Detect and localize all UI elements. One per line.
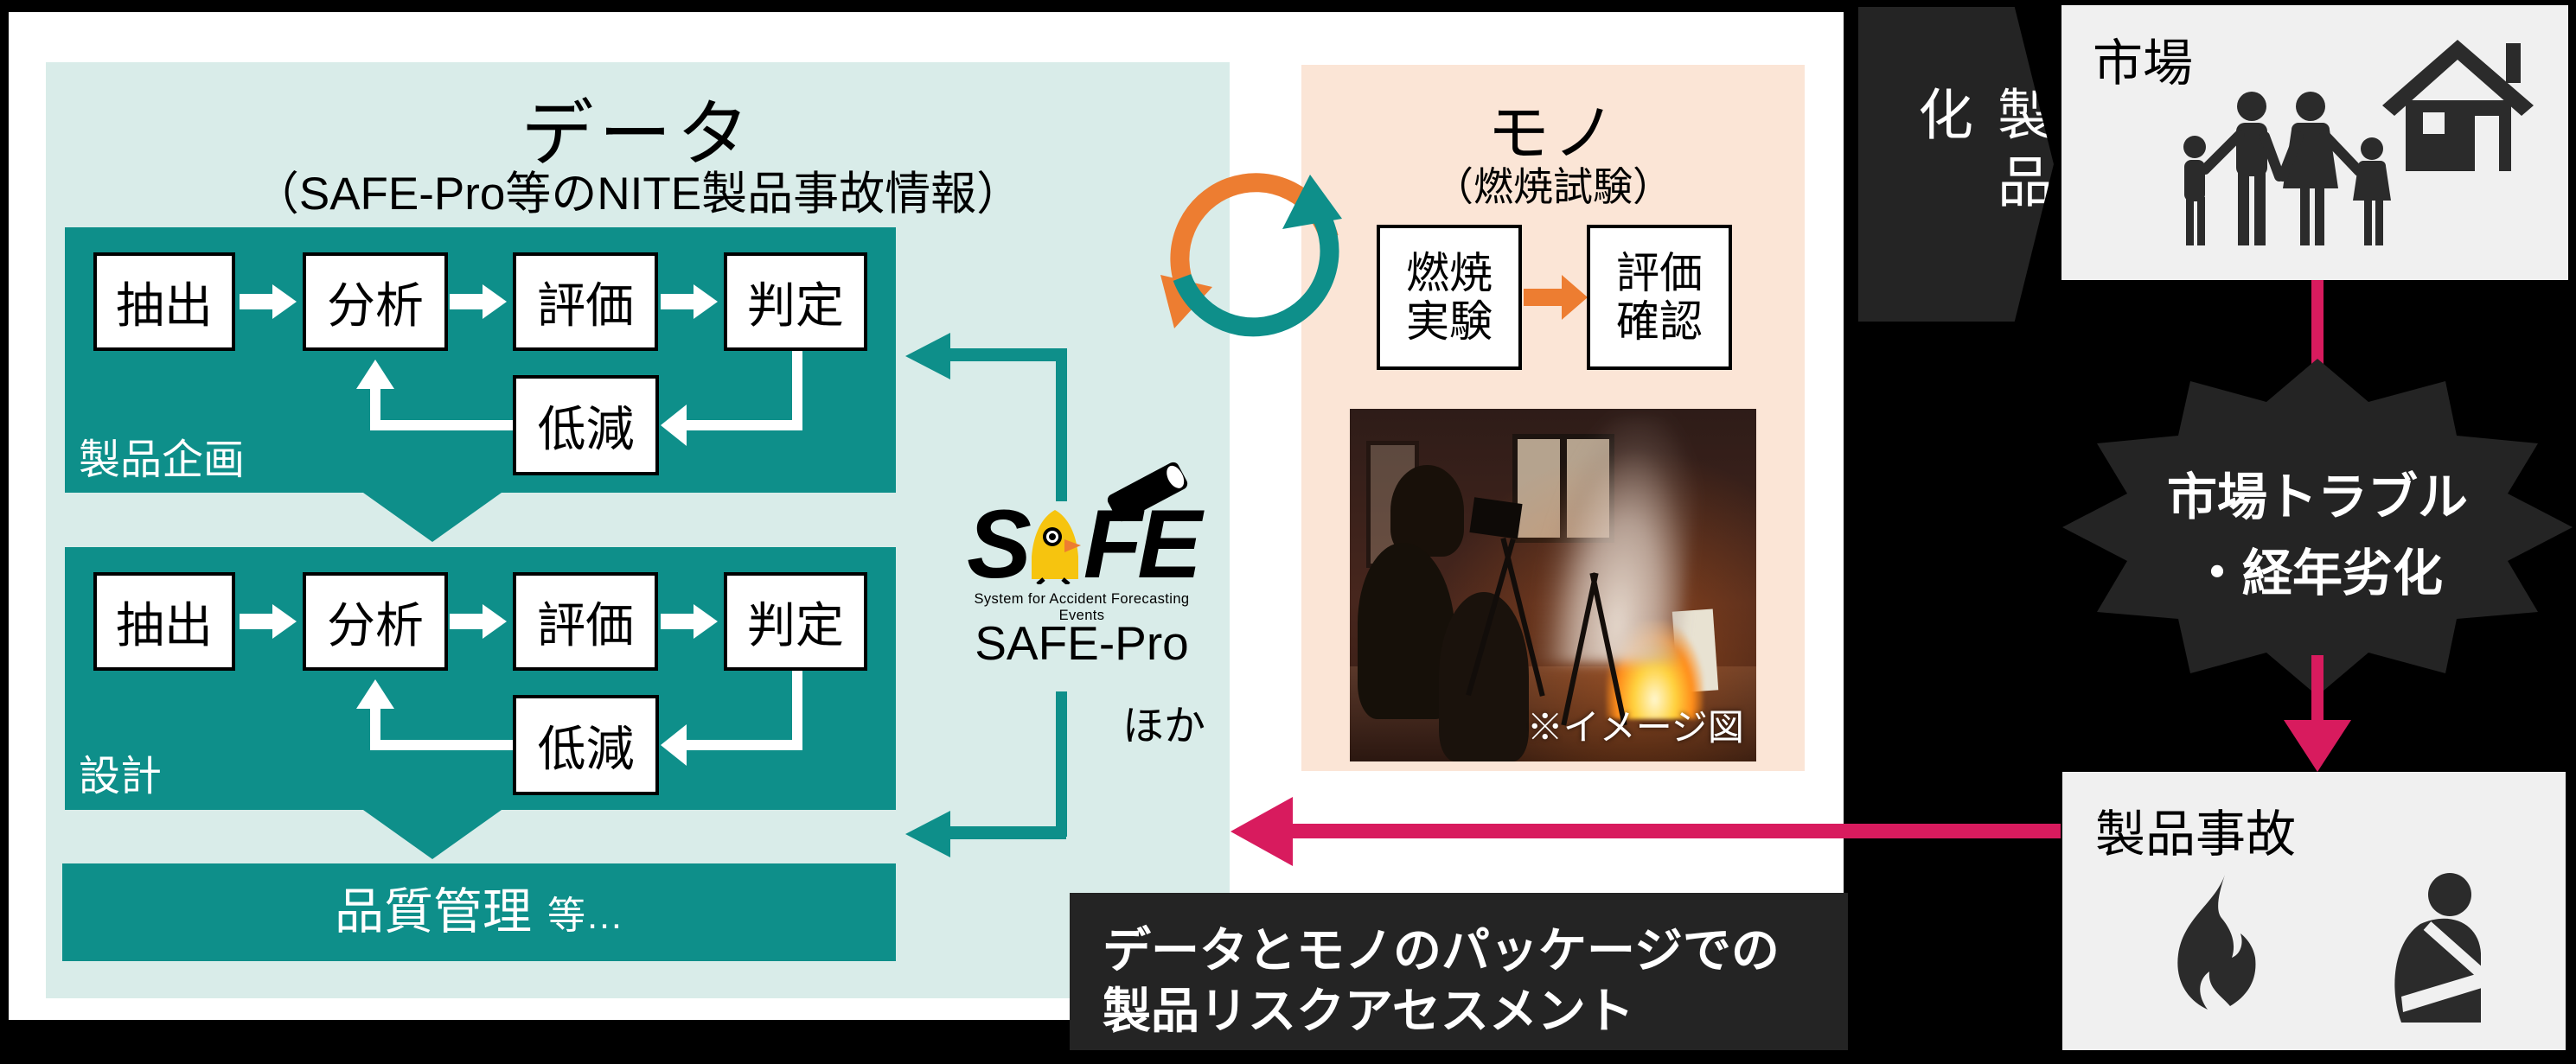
feedback-line	[370, 709, 380, 750]
feedback-arrowhead-icon	[661, 405, 687, 446]
cycle-arrows-icon	[1160, 173, 1342, 337]
mono-section-title: モノ	[1486, 99, 1619, 169]
block-connector-spike-icon	[363, 810, 502, 859]
burn-test-photo: ※イメージ図	[1350, 409, 1756, 761]
step-box: 判定	[724, 572, 867, 671]
trouble-to-accident-line	[2311, 655, 2324, 724]
burn-test-box: 燃焼 実験	[1377, 225, 1522, 370]
feedback-line	[792, 351, 802, 425]
safe-feedback-line	[1056, 348, 1067, 501]
safe-feedback-line	[950, 826, 1066, 839]
flow-arrow-icon	[661, 604, 718, 639]
package-note-line2: 製品リスクアセスメント	[1103, 984, 1634, 1038]
burn-test-line1: 燃焼	[1406, 249, 1493, 297]
quality-bar-label: 品質管理	[335, 884, 532, 940]
photo-person-silhouette	[1358, 543, 1456, 720]
orange-arrow-shaft	[1524, 289, 1562, 306]
flame-icon	[2177, 875, 2256, 1010]
safe-logo-tagline: System for Accident Forecasting Events	[974, 591, 1190, 623]
trouble-line2: ・経年劣化	[2191, 545, 2443, 602]
photo-camera	[1469, 497, 1523, 539]
feedback-line	[370, 389, 380, 430]
house-icon	[2382, 40, 2534, 171]
reduce-box: 低減	[513, 695, 659, 795]
step-box: 評価	[513, 572, 658, 671]
safe-logo: S FE System for Accident Forecasting Eve…	[956, 460, 1208, 624]
accident-feedback-arrowhead-icon	[1230, 797, 1293, 866]
safe-pro-label: SAFE-Pro	[975, 616, 1189, 670]
feedback-line	[370, 420, 513, 430]
step-box: 評価	[513, 252, 658, 351]
safe-feedback-line	[950, 348, 1066, 361]
data-section-subtitle: （SAFE-Pro等のNITE製品事故情報）	[252, 169, 1023, 220]
block-label: 製品企画	[79, 437, 246, 483]
evaluation-check-box: 評価 確認	[1587, 225, 1732, 370]
block-connector-spike-icon	[363, 493, 502, 542]
step-box: 判定	[724, 252, 867, 351]
feedback-arrowhead-icon	[356, 679, 394, 709]
mono-section-subtitle: （燃焼試験）	[1434, 164, 1672, 209]
step-box: 分析	[303, 252, 448, 351]
trouble-line1: 市場トラブル	[2166, 469, 2468, 526]
safe-logo-s: S	[967, 490, 1032, 599]
feedback-line	[685, 420, 802, 430]
step-box: 分析	[303, 572, 448, 671]
photo-caption: ※イメージ図	[1526, 706, 1744, 748]
flow-arrow-icon	[240, 604, 297, 639]
evaluation-check-line1: 評価	[1616, 249, 1703, 297]
safe-logo-fe: FE	[1083, 490, 1202, 599]
market-label: 市場	[2093, 35, 2194, 92]
trouble-to-accident-arrowhead-icon	[2284, 720, 2351, 772]
safe-chick-icon	[1031, 510, 1081, 584]
accident-feedback-arrow-shaft	[1293, 824, 2061, 838]
flow-arrow-icon	[450, 604, 507, 639]
safe-feedback-arrowhead-lower-icon	[905, 811, 950, 857]
safe-feedback-line	[1056, 691, 1067, 837]
feedback-line	[792, 671, 802, 745]
accident-card	[2062, 772, 2566, 1050]
feedback-arrowhead-icon	[356, 360, 394, 389]
flow-arrow-icon	[450, 284, 507, 319]
photo-person-silhouette	[1439, 592, 1529, 761]
block-label: 設計	[79, 754, 163, 800]
data-section-title: データ	[521, 93, 755, 175]
family-icon	[2183, 92, 2391, 245]
step-box: 抽出	[93, 252, 235, 351]
feedback-arrowhead-icon	[661, 724, 687, 766]
productization-arrow: 製品化	[1858, 7, 2054, 322]
evaluation-check-line2: 確認	[1616, 297, 1703, 346]
etc-label: ほか	[1122, 704, 1206, 749]
injured-person-icon	[2394, 873, 2486, 1023]
step-box: 抽出	[93, 572, 235, 671]
package-note-box: データとモノのパッケージでの 製品リスクアセスメント	[1070, 893, 1848, 1050]
productization-label: 製品化	[1910, 86, 2052, 220]
safe-feedback-arrowhead-upper-icon	[905, 333, 950, 379]
market-to-trouble-line	[2311, 280, 2324, 366]
data-section-panel	[46, 62, 1230, 998]
photo-person-silhouette	[1390, 465, 1464, 557]
flow-arrow-icon	[240, 284, 297, 319]
reduce-box: 低減	[513, 375, 659, 475]
accident-label: 製品事故	[2095, 806, 2297, 863]
photo-smoke	[1531, 416, 1704, 663]
feedback-line	[370, 740, 513, 750]
orange-arrowhead-icon	[1562, 275, 1588, 320]
quality-bar-suffix: 等…	[547, 895, 623, 937]
package-note-line1: データとモノのパッケージでの	[1103, 923, 1780, 978]
feedback-line	[685, 740, 802, 750]
trouble-burst	[2062, 359, 2573, 696]
flow-arrow-icon	[661, 284, 718, 319]
burn-test-line2: 実験	[1406, 297, 1493, 346]
